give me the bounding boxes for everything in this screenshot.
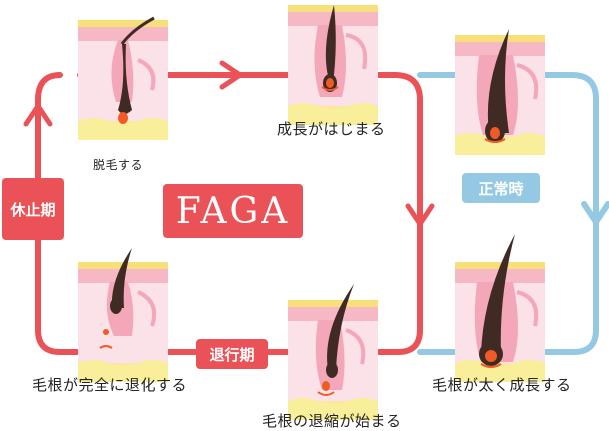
phase-badge-resting: 休止期	[2, 178, 64, 240]
stage-tile-full-regression	[78, 248, 168, 382]
stage-label-full-regression: 毛根が完全に退化する	[32, 376, 188, 394]
normal-cycle-path	[417, 72, 609, 355]
stage-label-growth-start: 成長がはじまる	[277, 120, 386, 138]
stage-label-shrink-start: 毛根の退縮が始まる	[262, 412, 402, 430]
faga-cycle-path	[35, 72, 423, 355]
stage-tile-shedding	[78, 16, 168, 140]
arrow-down-icon	[581, 201, 609, 225]
phase-badge-normal: 正常時	[462, 173, 540, 203]
phase-badge-regression: 退行期	[196, 339, 268, 369]
stage-tile-growth-start	[288, 5, 378, 125]
stage-label-shedding: 脱毛する	[93, 158, 144, 172]
stage-label-thick-growth: 毛根が太く成長する	[432, 376, 572, 394]
arrow-up-icon	[23, 103, 53, 127]
stage-tile-thick-growth	[455, 234, 545, 382]
stage-tile-shrink-start	[288, 284, 378, 420]
stage-tile-normal-top	[455, 29, 545, 155]
arrow-right-icon	[219, 60, 243, 90]
arrow-down-icon	[405, 203, 435, 227]
faga-title: FAGA	[163, 184, 303, 238]
faga-arrows	[23, 60, 435, 227]
